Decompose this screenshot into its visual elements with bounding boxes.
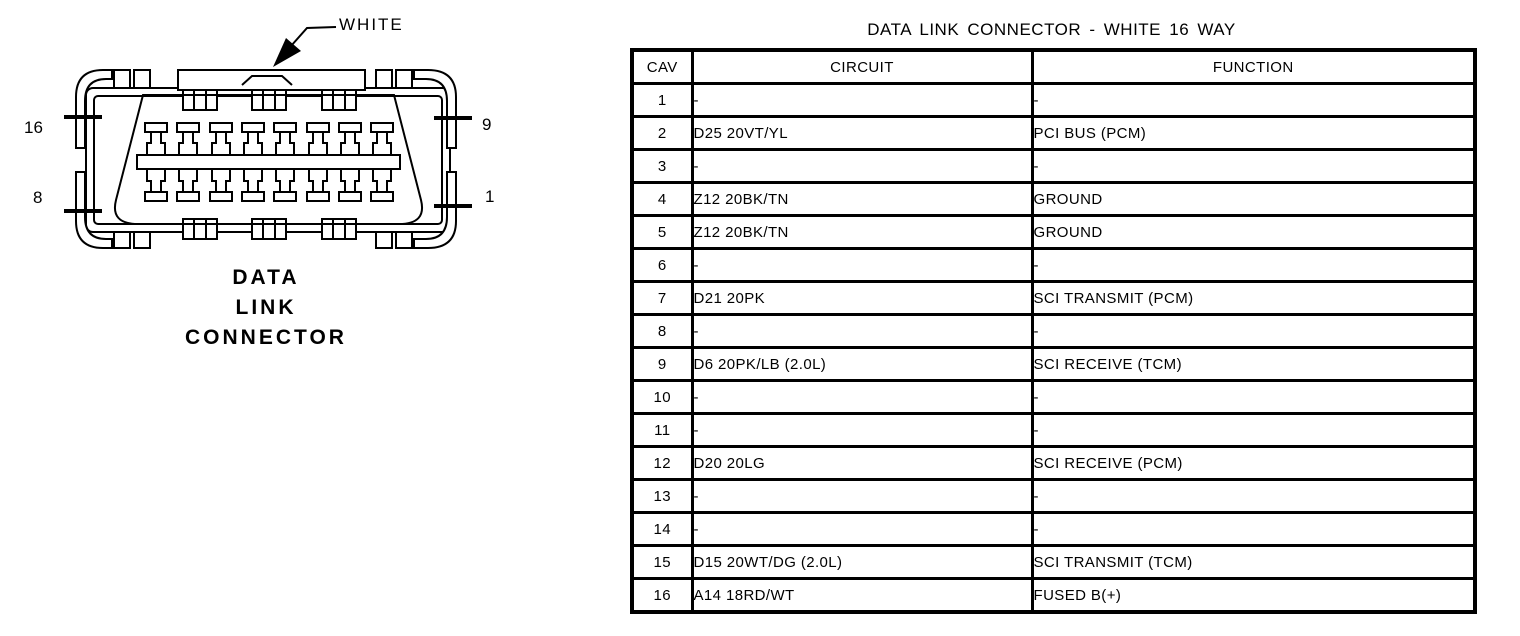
cav-cell: 14 — [630, 511, 694, 547]
table-row: 12 D20 20LG SCI RECEIVE (PCM) — [630, 445, 1477, 481]
table-row: 7 D21 20PK SCI TRANSMIT (PCM) — [630, 280, 1477, 316]
circuit-cell: - — [690, 313, 1034, 349]
cav-cell: 8 — [630, 313, 694, 349]
function-cell: SCI TRANSMIT (PCM) — [1030, 280, 1477, 316]
figure-caption: DATA LINK CONNECTOR — [156, 263, 376, 353]
table-title: DATA LINK CONNECTOR - WHITE 16 WAY — [867, 20, 1236, 39]
function-cell: FUSED B(+) — [1030, 577, 1477, 614]
circuit-cell: D6 20PK/LB (2.0L) — [690, 346, 1034, 382]
circuit-cell: D21 20PK — [690, 280, 1034, 316]
cav-cell: 16 — [630, 577, 694, 614]
corner-brackets — [75, 69, 457, 249]
connector-drawing — [64, 26, 472, 249]
header-function: FUNCTION — [1030, 48, 1477, 85]
circuit-cell: Z12 20BK/TN — [690, 214, 1034, 250]
cav-cell: 1 — [630, 82, 694, 118]
function-cell: - — [1030, 379, 1477, 415]
connector-color-label: WHITE — [339, 15, 404, 34]
edge-tabs — [113, 69, 413, 249]
function-cell: - — [1030, 511, 1477, 547]
cav-cell: 9 — [630, 346, 694, 382]
function-cell: GROUND — [1030, 214, 1477, 250]
index-ticks — [64, 115, 472, 213]
pin-label-9: 9 — [482, 115, 492, 134]
cav-cell: 15 — [630, 544, 694, 580]
table-row: 2 D25 20VT/YL PCI BUS (PCM) — [630, 115, 1477, 151]
cav-cell: 4 — [630, 181, 694, 217]
function-cell: - — [1030, 82, 1477, 118]
function-cell: GROUND — [1030, 181, 1477, 217]
circuit-cell: - — [690, 148, 1034, 184]
circuit-cell: - — [690, 511, 1034, 547]
table-row: 9 D6 20PK/LB (2.0L) SCI RECEIVE (TCM) — [630, 346, 1477, 382]
table-row: 5 Z12 20BK/TN GROUND — [630, 214, 1477, 250]
cav-cell: 11 — [630, 412, 694, 448]
caption-line: CONNECTOR — [185, 326, 347, 349]
function-cell: - — [1030, 148, 1477, 184]
function-cell: SCI RECEIVE (TCM) — [1030, 346, 1477, 382]
cav-cell: 10 — [630, 379, 694, 415]
table-row: 8 - - — [630, 313, 1477, 349]
connector-diagram: WHITE 16 8 9 1 DATA LINK CONNECTOR — [0, 0, 560, 400]
latch-tab — [177, 69, 366, 91]
table-row: 4 Z12 20BK/TN GROUND — [630, 181, 1477, 217]
pin-label-1: 1 — [485, 187, 495, 206]
function-cell: - — [1030, 478, 1477, 514]
circuit-cell: D20 20LG — [690, 445, 1034, 481]
table-row: 16 A14 18RD/WT FUSED B(+) — [630, 577, 1477, 614]
table-row: 15 D15 20WT/DG (2.0L) SCI TRANSMIT (TCM) — [630, 544, 1477, 580]
circuit-cell: D25 20VT/YL — [690, 115, 1034, 151]
function-cell: - — [1030, 247, 1477, 283]
cav-cell: 6 — [630, 247, 694, 283]
cav-cell: 12 — [630, 445, 694, 481]
cav-cell: 2 — [630, 115, 694, 151]
caption-line: DATA — [232, 266, 300, 289]
center-bar — [136, 154, 401, 170]
cav-cell: 13 — [630, 478, 694, 514]
cav-cell: 7 — [630, 280, 694, 316]
function-cell: SCI RECEIVE (PCM) — [1030, 445, 1477, 481]
circuit-cell: - — [690, 478, 1034, 514]
header-cav: CAV — [630, 48, 694, 85]
table-row: 1 - - — [630, 82, 1477, 118]
table-row: 14 - - — [630, 511, 1477, 547]
function-cell: - — [1030, 313, 1477, 349]
table-row: 13 - - — [630, 478, 1477, 514]
circuit-cell: - — [690, 82, 1034, 118]
table-row: 10 - - — [630, 379, 1477, 415]
circuit-cell: A14 18RD/WT — [690, 577, 1034, 614]
cav-cell: 5 — [630, 214, 694, 250]
circuit-cell: D15 20WT/DG (2.0L) — [690, 544, 1034, 580]
pin-label-16: 16 — [24, 118, 43, 137]
circuit-cell: - — [690, 247, 1034, 283]
function-cell: PCI BUS (PCM) — [1030, 115, 1477, 151]
circuit-cell: Z12 20BK/TN — [690, 181, 1034, 217]
table-row: 3 - - — [630, 148, 1477, 184]
cavity-outline — [114, 94, 423, 225]
pin-label-8: 8 — [33, 188, 43, 207]
table-header-row: CAV CIRCUIT FUNCTION — [630, 48, 1477, 85]
circuit-cell: - — [690, 412, 1034, 448]
function-cell: SCI TRANSMIT (TCM) — [1030, 544, 1477, 580]
pinout-table-body: 1 - - 2 D25 20VT/YL PCI BUS (PCM) 3 - - … — [630, 82, 1477, 614]
circuit-cell: - — [690, 379, 1034, 415]
white-callout-arrow-icon — [273, 26, 337, 67]
pinout-table: CAV CIRCUIT FUNCTION 1 - - 2 D25 20VT/YL… — [630, 48, 1477, 614]
table-row: 6 - - — [630, 247, 1477, 283]
table-row: 11 - - — [630, 412, 1477, 448]
header-circuit: CIRCUIT — [690, 48, 1034, 85]
function-cell: - — [1030, 412, 1477, 448]
caption-line: LINK — [235, 296, 297, 319]
cav-cell: 3 — [630, 148, 694, 184]
